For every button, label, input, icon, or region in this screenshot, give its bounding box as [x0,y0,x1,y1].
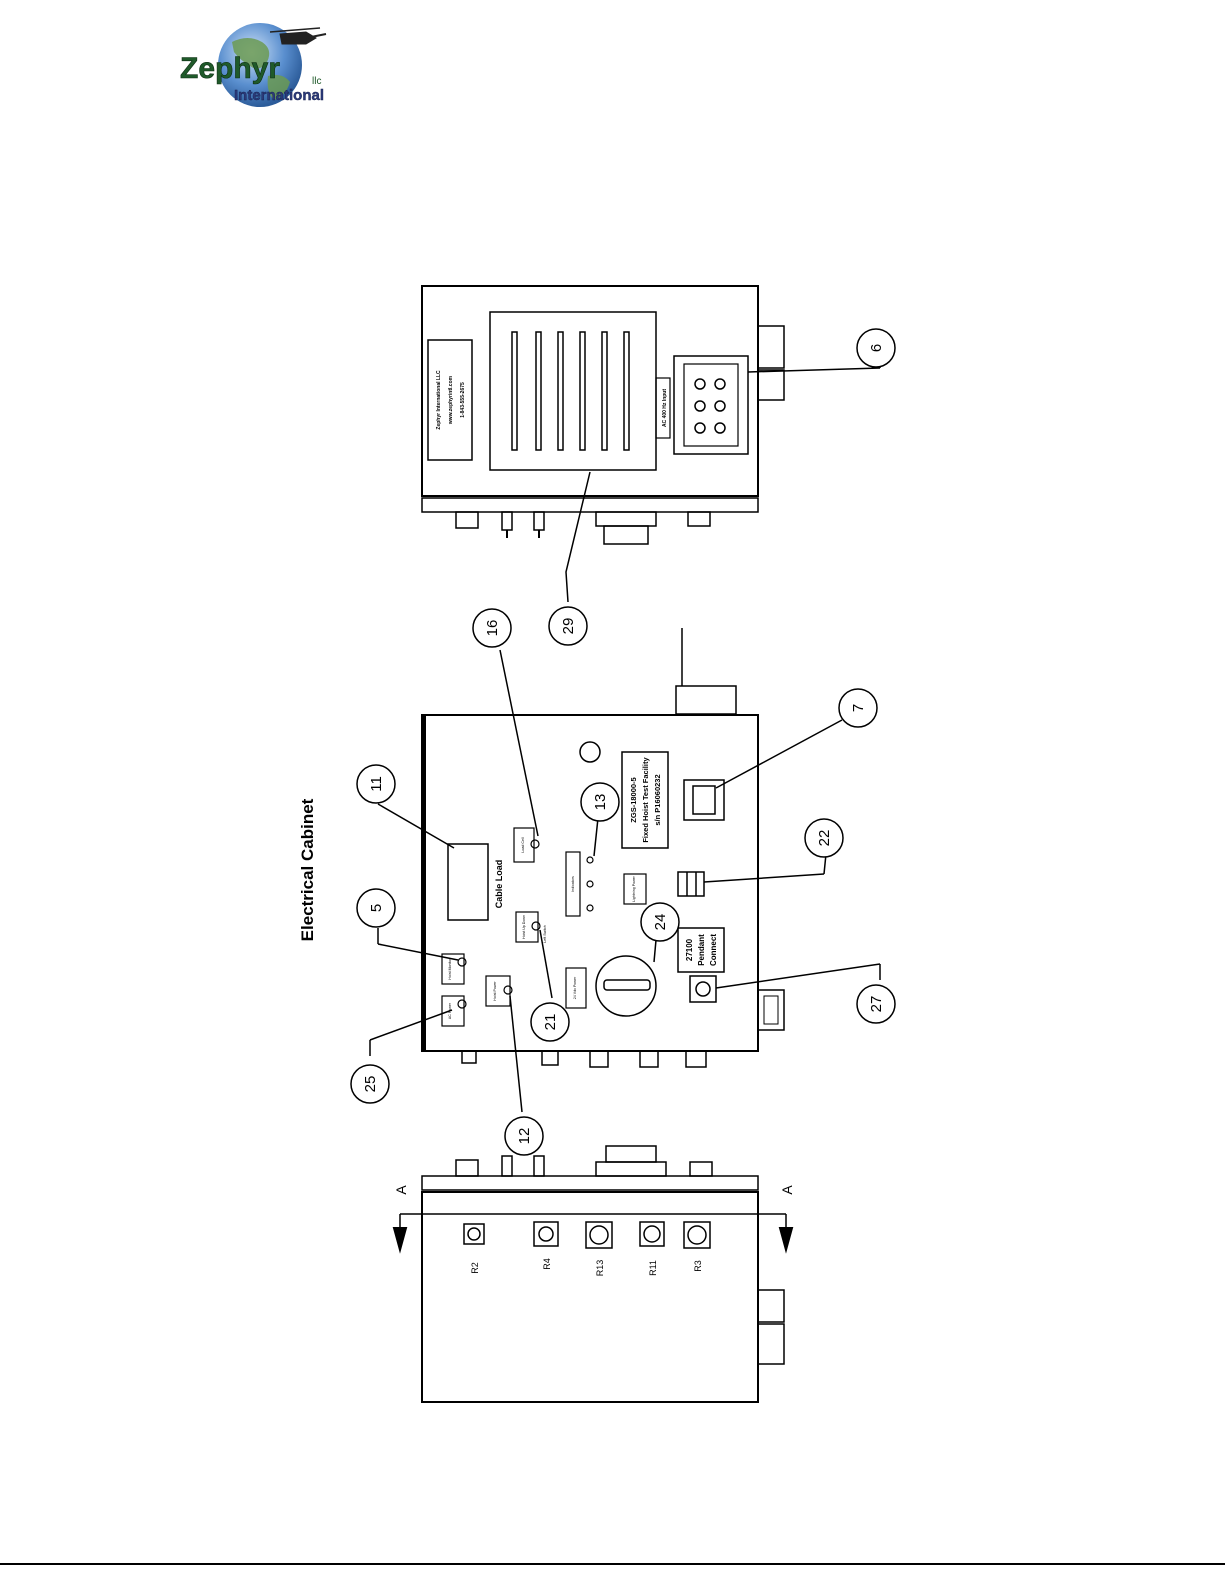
callout-11: 11 [368,776,385,792]
callout-21: 21 [542,1014,559,1031]
cable-load-label: Cable Load [494,860,504,909]
pendant-connector-27 [689,975,717,1003]
callout-5-bubble [356,888,396,928]
logo-name: Zephyr [180,52,280,85]
ac-power-label: AC Power [448,1002,452,1019]
callout-22: 22 [816,830,833,847]
company-line-2: www.zephyrintl.com [448,375,454,425]
page-bottom-rule [0,1563,1225,1565]
pendant-line-2: Pendant [697,934,706,966]
connector-label-r3: R3 [693,1260,703,1272]
round-knob [579,741,601,763]
connector-label-r2: R2 [470,1262,480,1274]
callout-6: 6 [868,344,885,352]
callout-16-bubble [472,608,512,648]
globe-land [232,38,290,100]
callout-29: 29 [560,618,577,635]
logo-sub: International [234,87,324,104]
company-plate [427,339,473,461]
section-marker-right: A [779,1185,795,1195]
callout-27: 27 [868,996,885,1013]
callout-25-bubble [350,1064,390,1104]
helicopter-icon [269,27,327,45]
nameplate-line-3: s/n P16060232 [653,774,662,825]
ac-input-label: AC 400 Hz Input [662,389,668,427]
callout-29-bubble [548,606,588,646]
callout-12-bubble [504,1116,544,1156]
pendant-line-1: 27100 [685,938,694,961]
nameplate-line-2: Fixed Hoist Test Facility [641,757,650,843]
connector-label-r13: R13 [595,1260,605,1277]
nameplate [621,751,669,849]
ac-input-panel [673,355,749,455]
logo-suffix: llc [312,76,321,87]
callout-25: 25 [362,1076,379,1093]
callout-13: 13 [592,794,609,811]
switch-22 [677,871,705,897]
connector-7 [683,779,725,821]
callout-7-bubble [838,688,878,728]
vdc-power-label: 24 Vdc Power [573,976,577,999]
callout-24: 24 [652,914,669,931]
section-arrow-right [778,1227,794,1254]
callout-7: 7 [850,704,867,712]
callout-21-bubble [530,1002,570,1042]
company-line-3: 1-843-555-2675 [460,382,466,418]
callout-24-bubble [640,902,680,942]
callout-11-bubble [356,764,396,804]
top-view [421,285,785,545]
connector-label-r11: R11 [648,1260,658,1276]
middle-view-body [421,714,759,1052]
hoist-up-down-label: Hoist Up Down [522,915,526,939]
leader-lines [369,348,881,1113]
round-connector-24 [595,955,657,1017]
cable-load-window [447,843,489,921]
hoist-monitor-label: Hoist Monitor [448,958,452,980]
callout-5: 5 [368,904,385,912]
section-marker-left: A [393,1185,409,1195]
bottom-view [399,1145,787,1403]
callout-6-bubble [856,328,896,368]
callout-13-bubble [580,782,620,822]
callout-12: 12 [516,1128,533,1145]
section-arrow-left [392,1227,408,1254]
nameplate-line-1: ZGS-18000-5 [629,777,638,822]
middle-view [421,628,785,1068]
pendant-line-3: Connect [709,934,718,966]
callout-16: 16 [484,620,501,637]
hoist-power-label: Hoist Power [493,981,497,1001]
callout-22-bubble [804,818,844,858]
drawing-title: Electrical Cabinet [298,798,317,941]
callout-27-bubble [856,984,896,1024]
zephyr-logo: Zephyr llc International [180,23,327,107]
lightning-power-label: Lightning Power [632,875,636,902]
left-switch-label: Left Switch [543,925,547,943]
indicators-label: Indicators [571,876,575,892]
company-line-1: Zephyr International LLC [436,370,442,430]
connector-label-r4: R4 [542,1258,552,1270]
load-cell-label: Load Cell [521,837,525,852]
vent-panel [489,311,657,471]
